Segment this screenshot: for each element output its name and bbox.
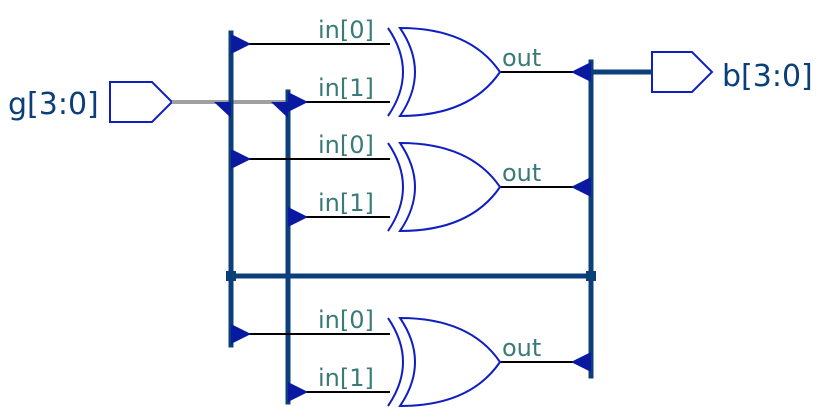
xor-gate-3-body [398,316,502,408]
xor-gate-2-back-arc [387,142,404,232]
ripper-in1 [271,102,288,118]
xor-gate-1-body [398,26,502,118]
arrow-g3-in1 [288,382,308,402]
arrow-g2-out [571,177,591,197]
input-port-g[interactable]: g[3:0] [8,81,174,123]
arrow-g2-in0 [231,149,251,169]
arrow-g1-in1 [288,92,308,112]
arrow-g1-in0 [231,34,251,54]
g1-in1-label: in[1] [318,74,374,102]
xor-gate-1-back-arc [387,27,404,117]
arrow-g3-out [571,352,591,372]
arrow-g3-in0 [231,324,251,344]
g2-in1-label: in[1] [318,189,374,217]
output-port-b[interactable]: b[3:0] [651,51,813,94]
g3-in0-label: in[0] [318,306,374,334]
g1-out-label: out [502,44,541,72]
g3-out-label: out [502,334,541,362]
output-port-label: b[3:0] [722,59,813,94]
arrow-g2-in1 [288,207,308,227]
g1-in0-label: in[0] [318,16,374,44]
g2-in0-label: in[0] [318,131,374,159]
xor-gate-3[interactable]: in[0] in[1] out [231,306,591,408]
xor-gate-2[interactable]: in[0] in[1] out [231,131,591,233]
output-port-shape [651,51,714,93]
xor-gate-3-back-arc [387,317,404,407]
xor-gate-2-body [398,141,502,233]
g2-out-label: out [502,159,541,187]
ripper-in0 [214,102,231,118]
input-port-label: g[3:0] [8,87,99,122]
junction-right [586,271,596,281]
junction-left [226,271,236,281]
arrow-g1-out [571,62,591,82]
input-port-shape [109,81,174,123]
g3-in1-label: in[1] [318,364,374,392]
xor-gate-1[interactable]: in[0] in[1] out [231,16,591,118]
